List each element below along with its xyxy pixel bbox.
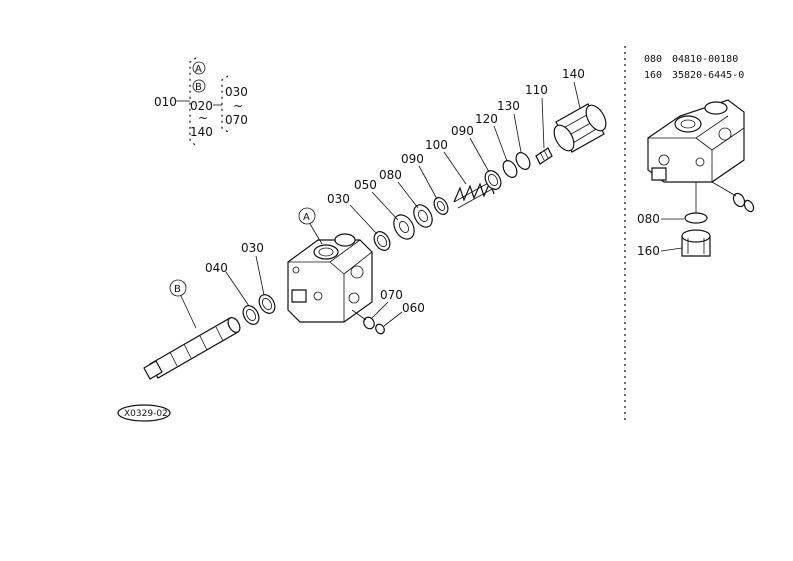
- seal-030-right: [373, 231, 391, 251]
- tree-range-end-label: 140: [190, 125, 213, 139]
- label-080: 080: [379, 168, 402, 182]
- legend-code: 080: [644, 54, 663, 65]
- label-090-a: 090: [401, 152, 424, 166]
- poppet-110: [535, 147, 553, 165]
- label-060: 060: [402, 301, 425, 315]
- washer-080: [413, 204, 433, 228]
- inset-rings: [711, 181, 755, 213]
- label-140: 140: [562, 67, 585, 81]
- tree-marker-a: A: [195, 64, 202, 75]
- inset-valve-body: [647, 99, 745, 183]
- label-040: 040: [205, 261, 228, 275]
- tree-sub-tilde: ~: [233, 99, 243, 113]
- marker-a-label: A: [303, 212, 310, 223]
- tree-sub-end-label: 070: [225, 113, 248, 127]
- legend-part-number: 35820-6445-0: [672, 70, 745, 81]
- legend-part-number: 04810-00180: [672, 54, 739, 65]
- ring-130: [515, 152, 531, 170]
- inset-plug-160: [681, 229, 711, 257]
- inset-oring-080: [684, 182, 708, 224]
- label-120: 120: [475, 112, 498, 126]
- legend-row: 160 35820-6445-0: [644, 68, 744, 84]
- label-110: 110: [525, 83, 548, 97]
- cap-140: [553, 103, 607, 153]
- label-100: 100: [425, 138, 448, 152]
- spring-100: [453, 180, 495, 209]
- valve-body: [287, 233, 373, 323]
- part-number-legend: 080 04810-00180 160 35820-6445-0: [644, 52, 744, 84]
- label-050: 050: [354, 178, 377, 192]
- tree-tilde: ~: [198, 111, 208, 125]
- label-090-b: 090: [451, 124, 474, 138]
- assembly-tree: A B 010 020 ~ 140 030 ~ 070: [154, 57, 248, 147]
- tree-mid-label: 020: [190, 99, 213, 113]
- marker-b-label: B: [174, 284, 181, 295]
- seal-040: [242, 305, 260, 325]
- spool: [143, 317, 241, 380]
- legend-code: 160: [644, 70, 663, 81]
- tree-marker-b: B: [195, 82, 202, 93]
- legend-row: 080 04810-00180: [644, 52, 744, 68]
- washer-050: [393, 214, 415, 240]
- label-030-right: 030: [327, 192, 350, 206]
- drawing-code-tag: X0329-02: [117, 404, 171, 422]
- collar-090-a: [433, 197, 449, 215]
- tree-root-label: 010: [154, 95, 177, 109]
- seal-030-left: [258, 294, 276, 314]
- plug-070: [363, 316, 375, 330]
- drawing-code: X0329-02: [124, 409, 168, 419]
- inset-label-160: 160: [637, 244, 660, 258]
- ring-060: [375, 323, 385, 335]
- collar-090-b: [484, 170, 502, 190]
- washer-120: [502, 160, 518, 178]
- label-130: 130: [497, 99, 520, 113]
- label-070: 070: [380, 288, 403, 302]
- inset-label-080: 080: [637, 212, 660, 226]
- label-030-left: 030: [241, 241, 264, 255]
- tree-sub-start-label: 030: [225, 85, 248, 99]
